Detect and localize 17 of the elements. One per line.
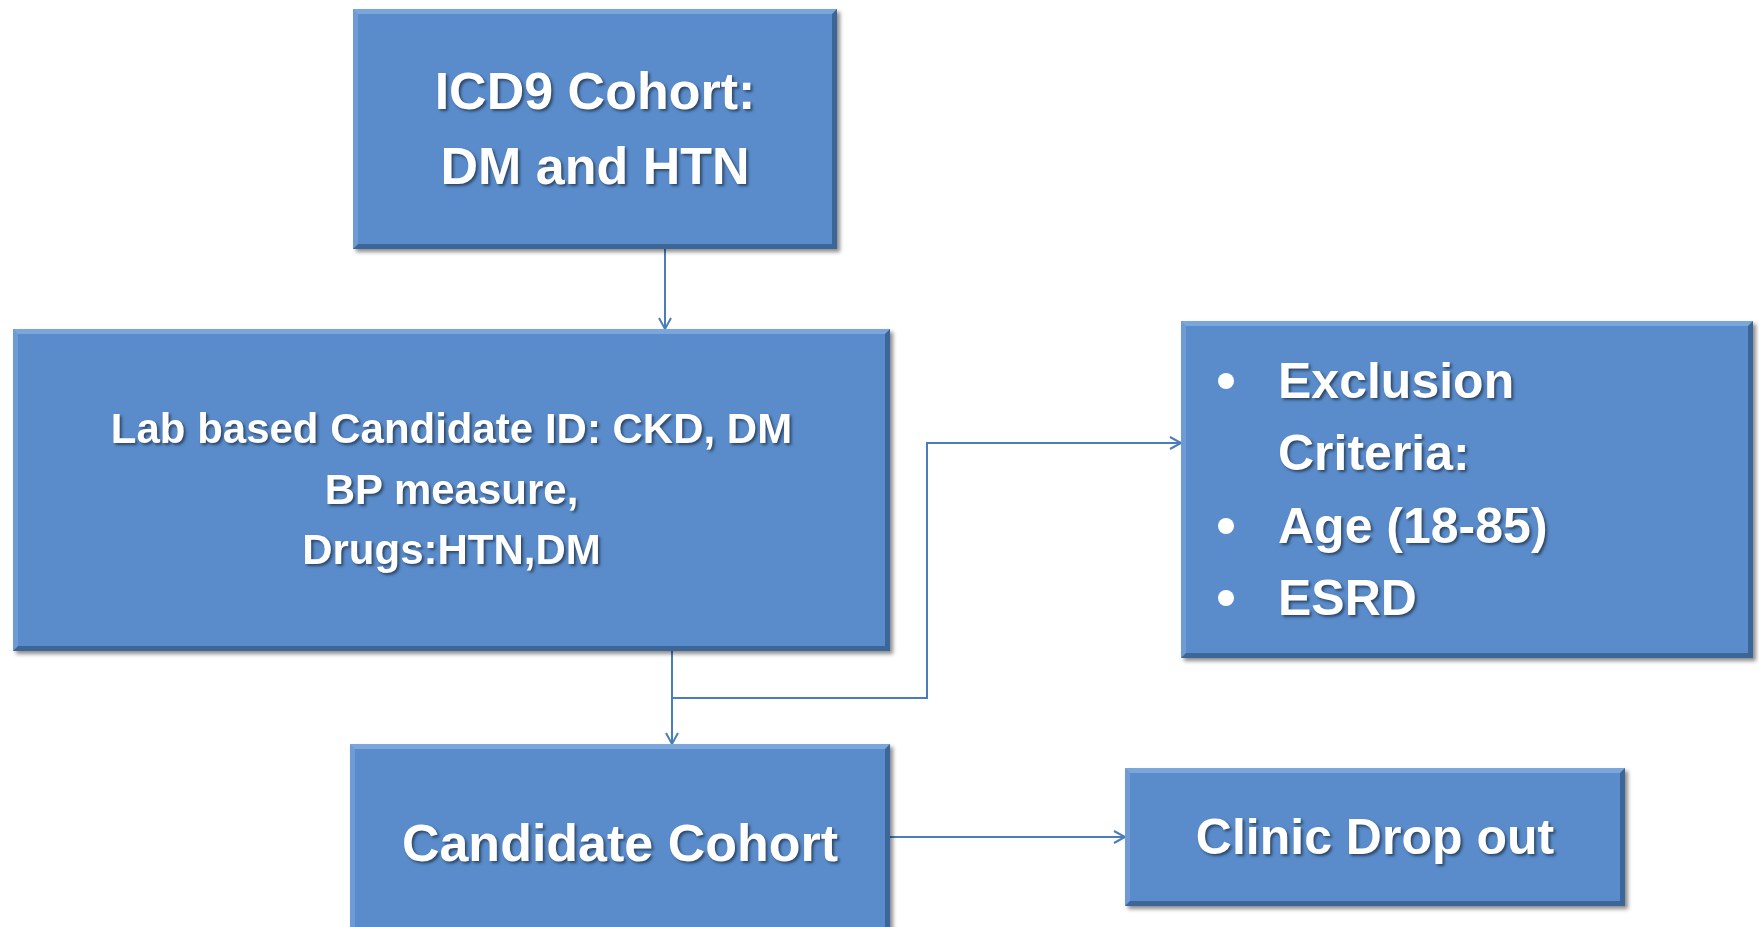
process-box <box>13 329 890 651</box>
box-text: BP measure, <box>324 464 579 515</box>
box-text: ICD9 Cohort: DM and HTN <box>433 60 757 197</box>
arrow <box>671 436 1182 699</box>
criteria-text: ESRD <box>1278 569 1418 628</box>
process-box <box>1181 321 1753 658</box>
box-text: Candidate Cohort <box>401 813 839 875</box>
criteria-text: Age (18-85) <box>1278 496 1549 556</box>
box-text: Clinic Drop out <box>1195 807 1555 867</box>
criteria-text: Exclusion Criteria: <box>1278 351 1516 483</box>
process-box <box>350 744 890 927</box>
arrow <box>658 248 672 330</box>
box-text: Lab based Candidate ID: CKD, DM <box>110 403 793 454</box>
process-box <box>353 9 837 249</box>
process-box <box>1125 768 1625 906</box>
arrow <box>889 830 1126 844</box>
box-text: Drugs:HTN,DM <box>302 525 601 576</box>
